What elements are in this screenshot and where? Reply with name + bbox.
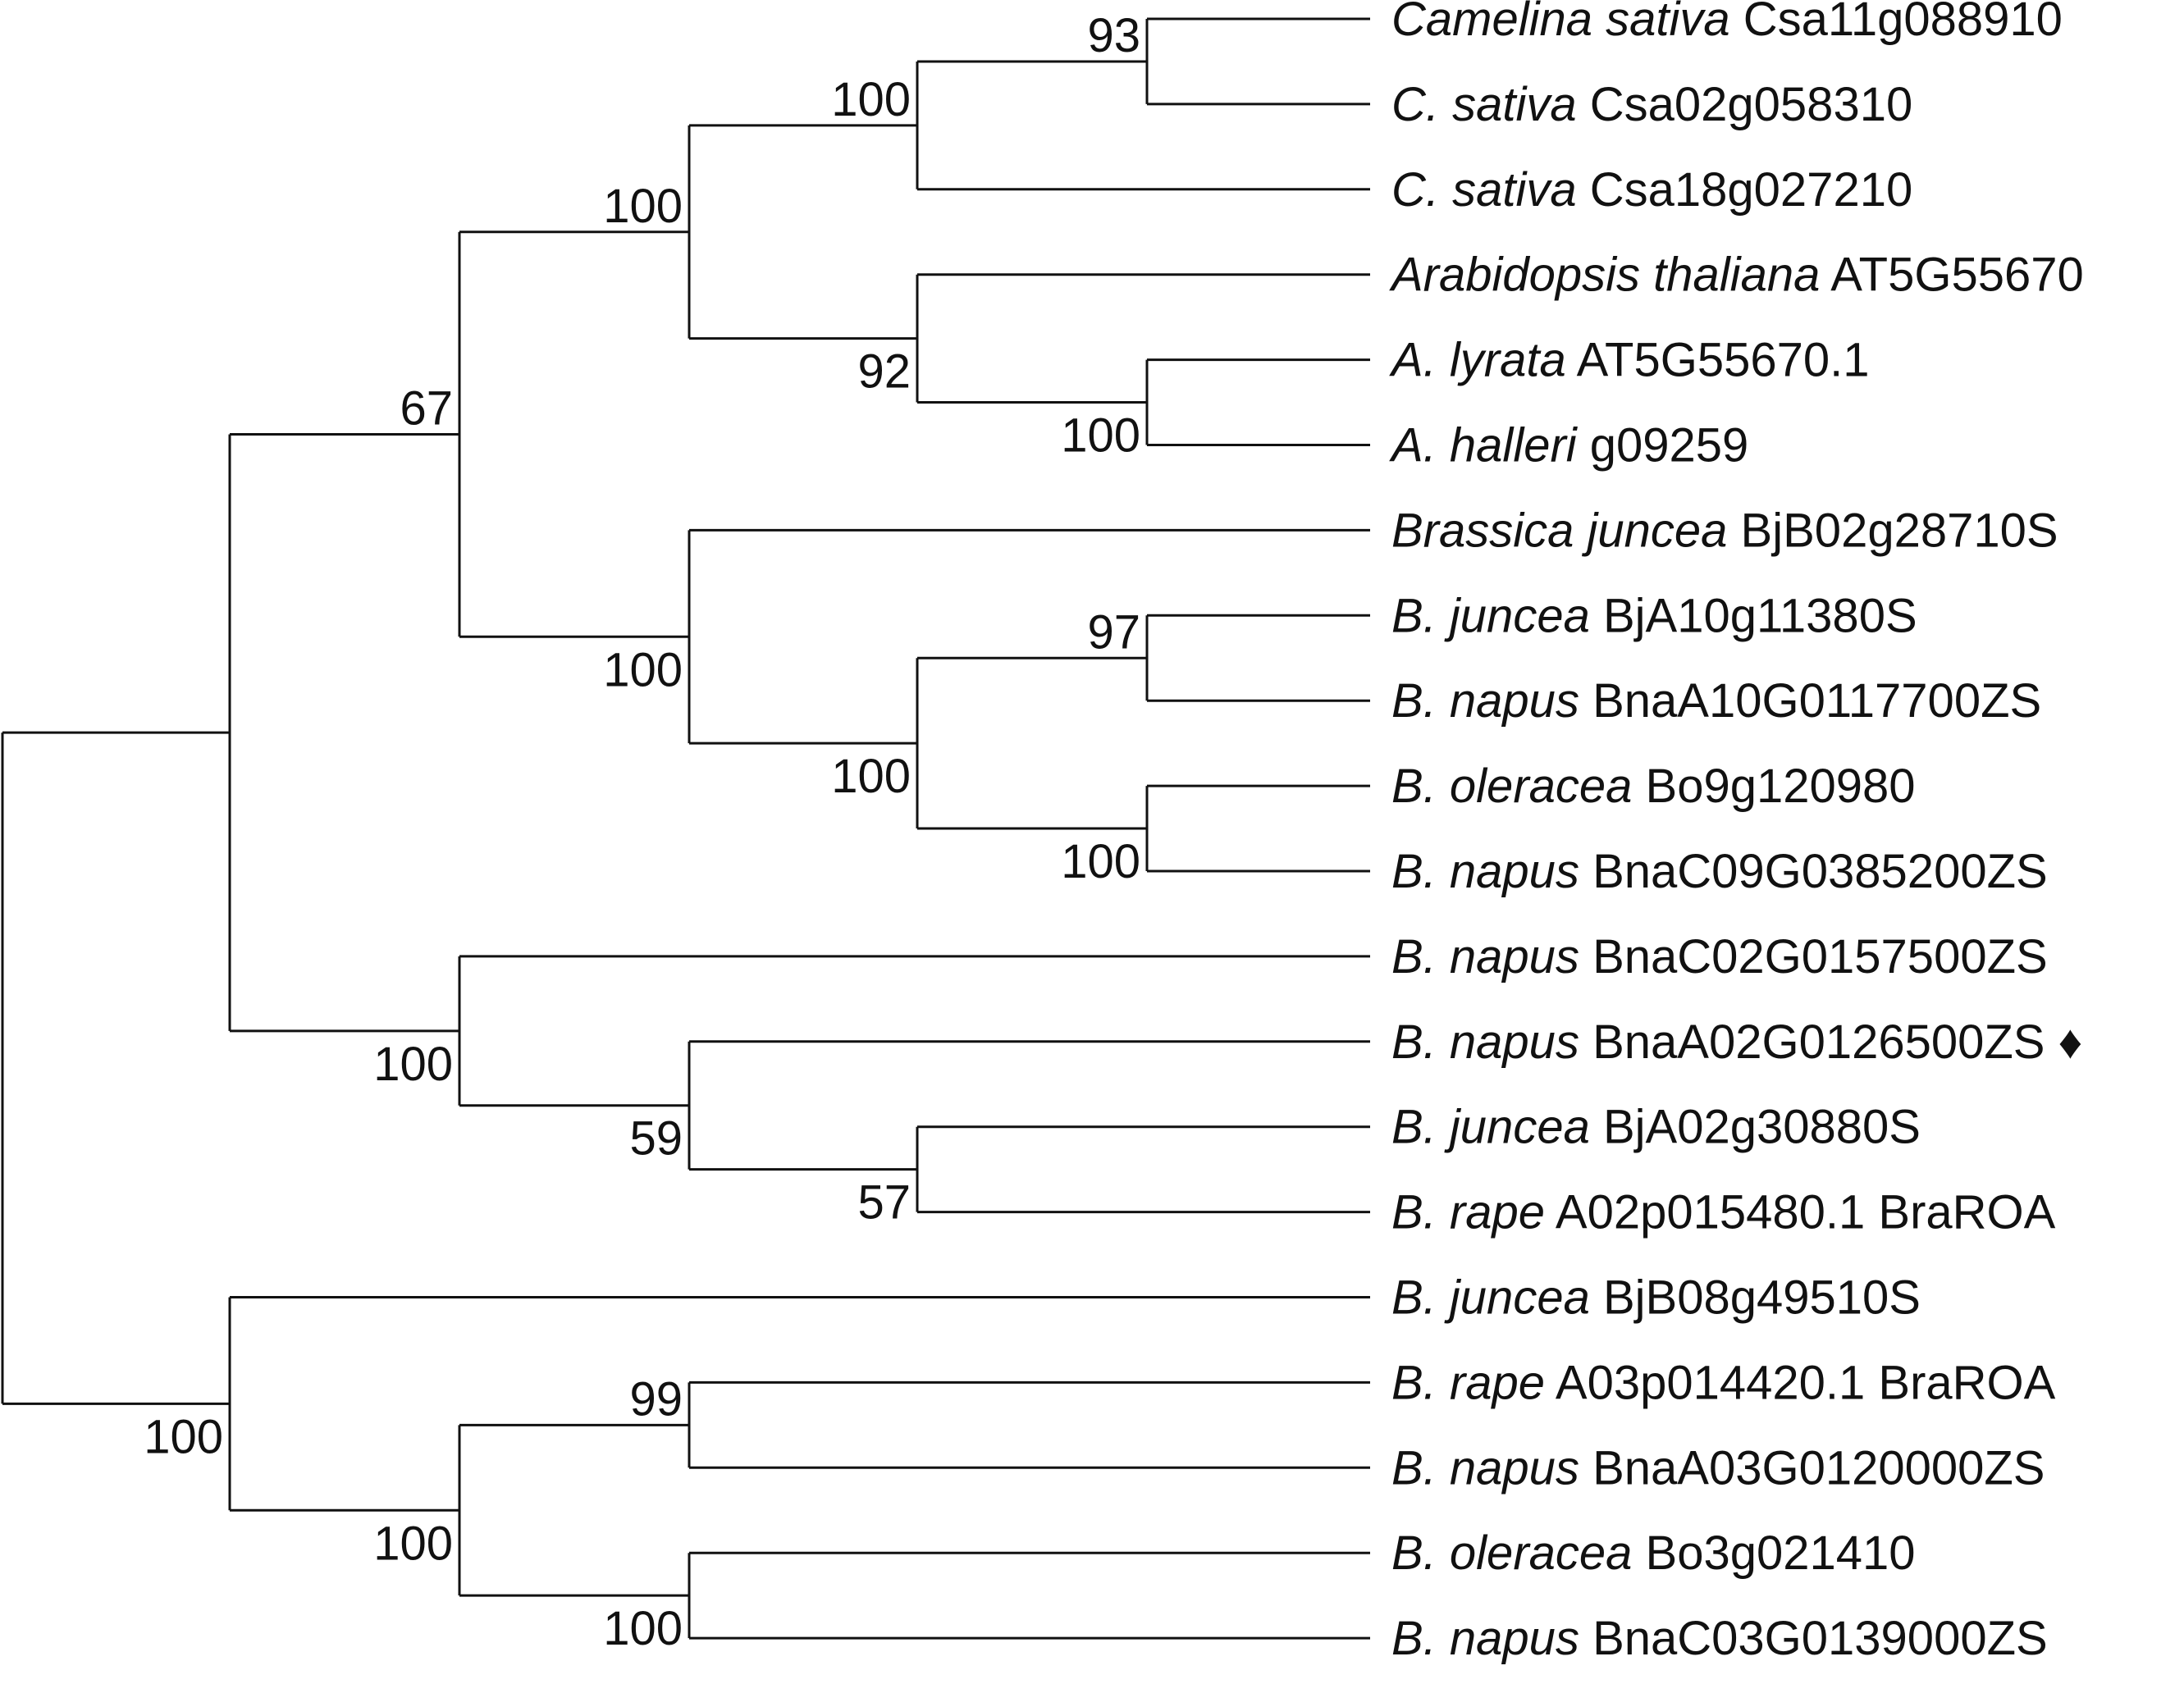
gene-id: Bo9g120980	[1632, 760, 1915, 813]
leaf-label: A. lyrata AT5G55670.1	[1389, 334, 1870, 387]
support-value: 100	[144, 1410, 223, 1463]
species-name: Camelina sativa	[1391, 0, 1730, 46]
gene-id: BjB08g49510S	[1590, 1271, 1921, 1325]
species-name: B. rape	[1391, 1186, 1545, 1239]
gene-id: BnaA10G0117700ZS	[1579, 674, 2041, 728]
species-name: B. napus	[1391, 1612, 1579, 1665]
leaf-label: Camelina sativa Csa11g088910	[1391, 0, 2063, 46]
gene-id: BjA10g11380S	[1590, 589, 1917, 642]
leaf-label: C. sativa Csa18g027210	[1391, 163, 1912, 217]
leaf-label: B. napus BnaA10G0117700ZS	[1391, 674, 2041, 728]
species-name: B. oleracea	[1391, 760, 1632, 813]
support-value: 97	[1087, 605, 1140, 659]
gene-id: Csa11g088910	[1730, 0, 2063, 46]
support-value: 100	[1061, 409, 1140, 463]
leaf-label: B. rape A03p014420.1 BraROA	[1391, 1356, 2056, 1409]
leaf-label: Arabidopsis thaliana AT5G55670	[1389, 249, 2084, 302]
support-value: 92	[857, 345, 911, 399]
leaf-label: B. juncea BjA10g11380S	[1391, 589, 1917, 642]
gene-id: BnaC03G0139000ZS	[1579, 1612, 2048, 1665]
leaf-label: Brassica juncea BjB02g28710S	[1391, 504, 2058, 557]
species-name: A. lyrata	[1389, 334, 1566, 387]
species-name: Arabidopsis thaliana	[1389, 249, 1820, 302]
support-value: 59	[629, 1112, 683, 1166]
support-value: 100	[831, 750, 911, 803]
support-value: 93	[1087, 9, 1140, 62]
species-name: B. oleracea	[1391, 1526, 1632, 1580]
leaf-label: B. napus BnaC02G0157500ZS	[1391, 930, 2048, 983]
leaf-label: B. oleracea Bo3g021410	[1391, 1526, 1916, 1580]
gene-id: BnaC09G0385200ZS	[1579, 845, 2048, 898]
leaf-label: B. juncea BjB08g49510S	[1391, 1271, 1921, 1325]
support-value: 99	[629, 1372, 683, 1426]
gene-id: A03p014420.1 BraROA	[1545, 1356, 2056, 1409]
diamond-marker-icon: ♦	[2045, 1015, 2083, 1069]
species-name: B. napus	[1391, 930, 1579, 983]
species-name: A. halleri	[1389, 419, 1579, 472]
species-name: B. napus	[1391, 674, 1579, 728]
gene-id: Csa18g027210	[1577, 163, 1913, 217]
species-name: B. napus	[1391, 1441, 1579, 1494]
gene-id: BnaC02G0157500ZS	[1579, 930, 2048, 983]
leaf-labels: Camelina sativa Csa11g088910 C. sativa Cs…	[1389, 0, 2084, 1665]
support-value: 67	[400, 382, 453, 436]
species-name: Brassica juncea	[1391, 504, 1727, 557]
species-name: B. juncea	[1391, 1271, 1590, 1325]
species-name: B. rape	[1391, 1356, 1545, 1409]
support-value: 100	[603, 643, 683, 696]
support-value: 100	[1061, 835, 1140, 888]
species-name: C. sativa	[1391, 163, 1577, 217]
gene-id: BjB02g28710S	[1727, 504, 2058, 557]
species-name: B. napus	[1391, 845, 1579, 898]
leaf-label: B. napus BnaA02G0126500ZS ♦	[1391, 1015, 2082, 1069]
gene-id: Bo3g021410	[1632, 1526, 1915, 1580]
gene-id: Csa02g058310	[1577, 78, 1913, 131]
leaf-label: B. juncea BjA02g30880S	[1391, 1101, 1921, 1154]
support-value: 57	[857, 1176, 911, 1230]
leaf-label: B. rape A02p015480.1 BraROA	[1391, 1186, 2056, 1239]
leaf-label: B. napus BnaC03G0139000ZS	[1391, 1612, 2048, 1665]
species-name: B. juncea	[1391, 1101, 1590, 1154]
support-value: 100	[603, 180, 683, 233]
species-name: B. napus	[1391, 1015, 1579, 1069]
gene-id: BnaA02G0126500ZS	[1579, 1015, 2045, 1069]
gene-id: g09259	[1577, 419, 1749, 472]
leaf-label: A. halleri g09259	[1389, 419, 1748, 472]
support-value: 100	[831, 73, 911, 126]
gene-id: BjA02g30880S	[1590, 1101, 1921, 1154]
support-value: 100	[373, 1517, 453, 1570]
species-name: C. sativa	[1391, 78, 1577, 131]
tree-branches	[1, 17, 1370, 1640]
gene-id: BnaA03G0120000ZS	[1579, 1441, 2045, 1494]
support-values: 93 100 100 92 100 97 100 100 100 67 57 59 100 99 100 10…	[144, 9, 1140, 1655]
leaf-label: B. oleracea Bo9g120980	[1391, 760, 1916, 813]
support-value: 100	[373, 1038, 453, 1091]
leaf-label: C. sativa Csa02g058310	[1391, 78, 1912, 131]
gene-id: AT5G55670.1	[1566, 334, 1870, 387]
gene-id: AT5G55670	[1820, 249, 2083, 302]
gene-id: A02p015480.1 BraROA	[1545, 1186, 2056, 1239]
leaf-label: B. napus BnaA03G0120000ZS	[1391, 1441, 2045, 1494]
support-value: 100	[603, 1602, 683, 1655]
species-name: B. juncea	[1391, 589, 1590, 642]
leaf-label: B. napus BnaC09G0385200ZS	[1391, 845, 2048, 898]
